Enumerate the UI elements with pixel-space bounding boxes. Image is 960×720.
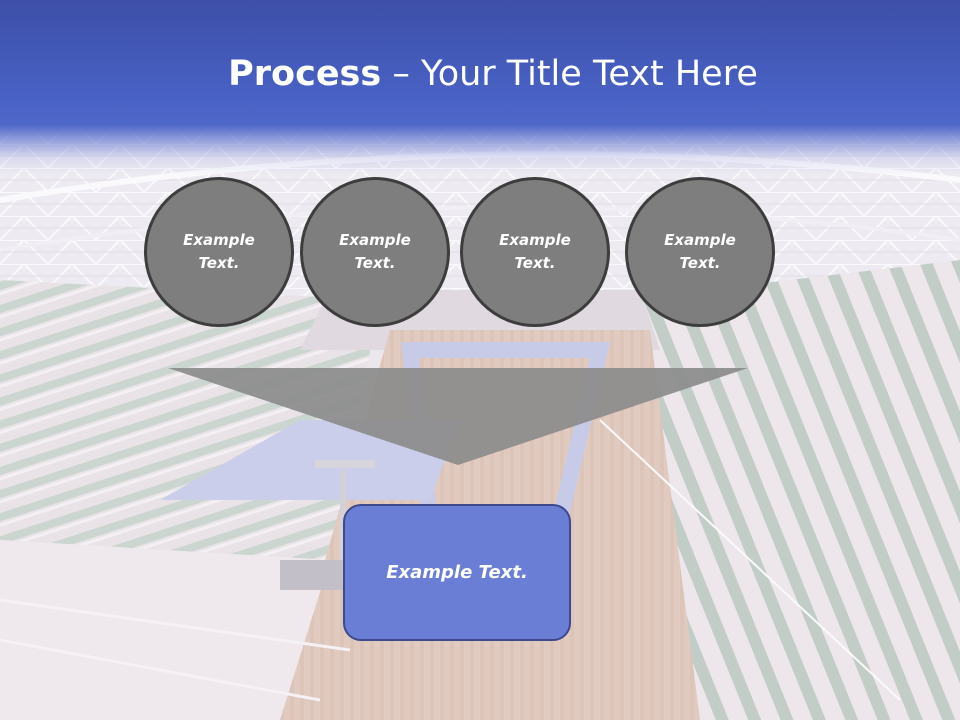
result-box[interactable]: Example Text. — [343, 504, 571, 641]
title-rest: – Your Title Text Here — [381, 54, 758, 94]
header-band — [0, 0, 960, 175]
title-bold: Process — [228, 54, 382, 94]
slide-title: Process – Your Title Text Here — [0, 52, 960, 96]
result-box-text: Example Text. — [386, 562, 528, 583]
